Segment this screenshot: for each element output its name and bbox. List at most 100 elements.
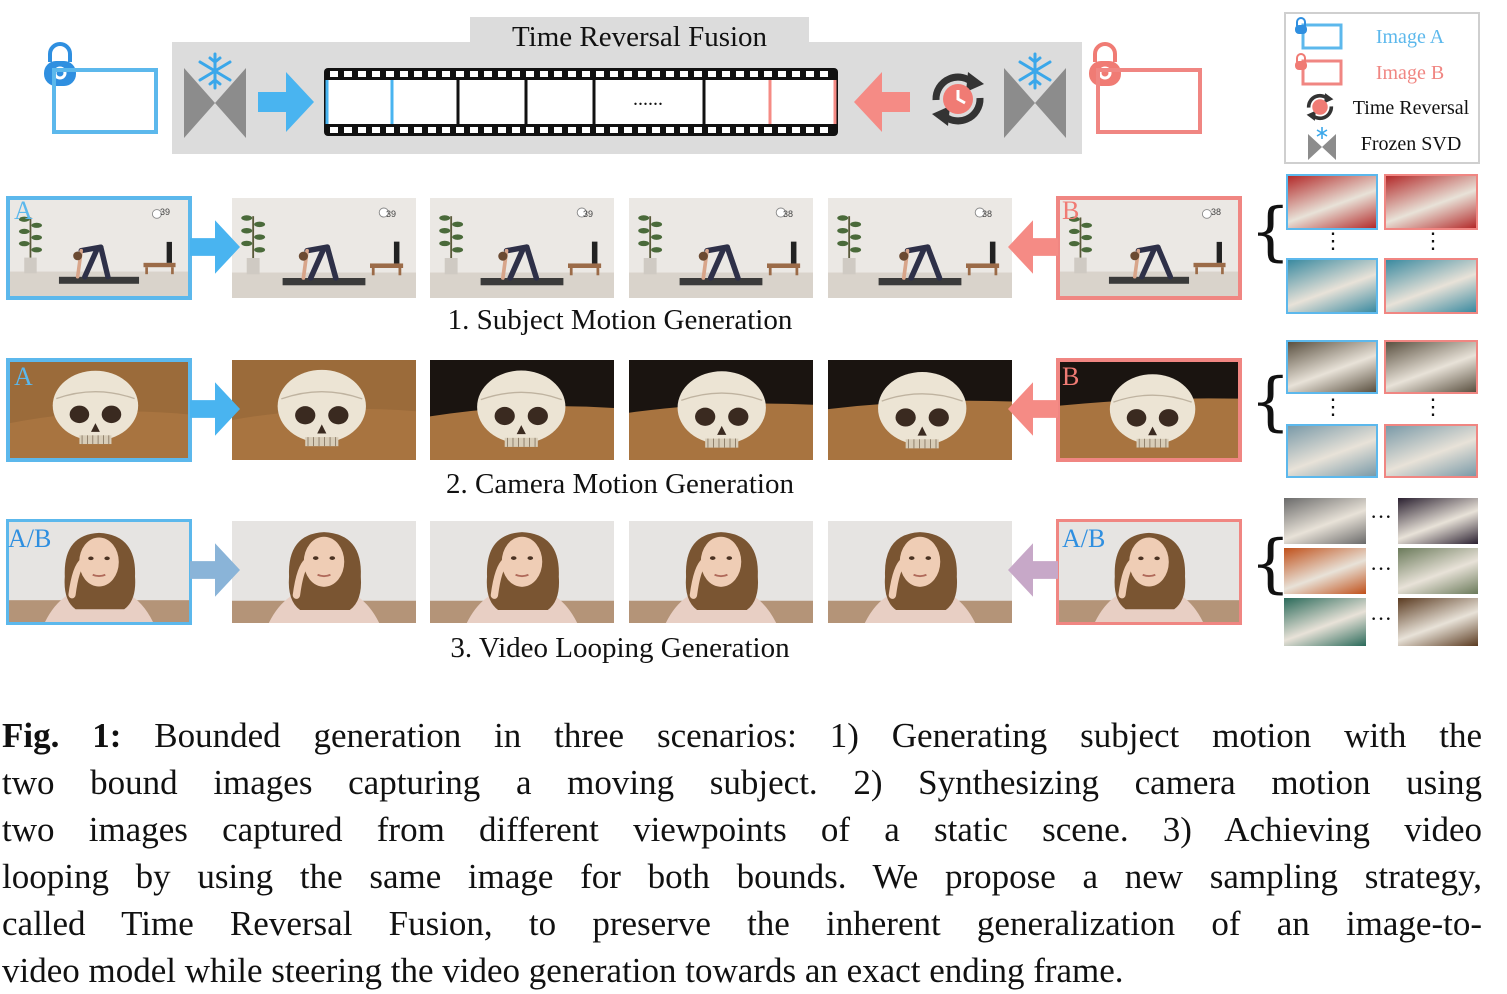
bound-image-left (6, 358, 192, 462)
horizontal-ellipsis: ··· (1370, 504, 1392, 529)
example-thumbnail (1398, 548, 1478, 594)
example-thumbnail (1384, 340, 1478, 394)
caption-line: Fig. 1: Bounded generation in three scen… (2, 716, 1483, 755)
frame-badge: 39 (583, 209, 594, 219)
brace-row2: { (1250, 365, 1291, 439)
vertical-ellipsis: ⋮ (1322, 228, 1344, 253)
row1-left-label: A (14, 196, 33, 225)
row2-right-label: B (1062, 362, 1080, 391)
caption-line: two bound images capturing a moving subj… (2, 763, 1482, 802)
example-thumbnail (1286, 424, 1378, 478)
generated-frame-image (232, 521, 416, 623)
example-thumbnail (1384, 174, 1478, 230)
time-reversal-icon (932, 72, 984, 126)
arrow-right-icon (190, 382, 240, 436)
row1-right-label: B (1062, 196, 1080, 225)
generated-frame (232, 360, 416, 460)
example-thumbnail (1284, 598, 1366, 646)
example-thumbnail (1286, 258, 1378, 314)
legend-time-reversal-label: Time Reversal (1352, 97, 1470, 119)
generated-frame-image (629, 521, 813, 623)
horizontal-ellipsis: ··· (1370, 556, 1392, 581)
figure-caption: Fig. 1: Bounded generation in three scen… (2, 712, 1482, 994)
legend-image-a-label: Image A (1375, 26, 1445, 48)
generated-frame (629, 360, 813, 460)
row3-right-label: A/B (1062, 524, 1106, 553)
bound-image-left (6, 519, 192, 625)
vertical-ellipsis: ⋮ (1422, 394, 1444, 419)
vertical-ellipsis: ⋮ (1422, 228, 1444, 253)
bound-image-left (6, 196, 192, 300)
frozen-svd-bowtie-icon (184, 68, 246, 138)
film-ellipsis: ...... (633, 88, 663, 110)
example-thumbnail (1286, 174, 1378, 230)
film-strip (324, 68, 838, 136)
generated-frame-image (629, 360, 813, 460)
generated-frame (629, 521, 813, 623)
arrow-right-icon (190, 220, 240, 274)
arrow-left-icon (1008, 382, 1058, 436)
example-thumbnail (1398, 498, 1478, 544)
frozen-svd-bowtie-icon (1004, 68, 1066, 138)
frame-badge: 39 (386, 209, 397, 219)
generated-frame (430, 198, 614, 298)
example-thumbnail (1286, 340, 1378, 394)
row2-title: 2. Camera Motion Generation (446, 468, 794, 500)
frame-badge: 38 (783, 209, 794, 219)
generated-frame-image (629, 198, 813, 298)
row3-left-label: A/B (8, 524, 52, 553)
generated-frame-image (828, 521, 1012, 623)
example-thumbnail (1398, 598, 1478, 646)
bound-image-right-image (1060, 200, 1238, 296)
arrow-right-icon (258, 72, 314, 132)
generated-frame (232, 198, 416, 298)
bound-image-right (1056, 196, 1242, 300)
legend-image-b-label: Image B (1375, 62, 1445, 84)
frame-badge: 39 (160, 207, 171, 217)
generated-frame (828, 198, 1012, 298)
generated-frame (828, 521, 1012, 623)
generated-frame-image (430, 521, 614, 623)
pipeline-title: Time Reversal Fusion (511, 21, 768, 53)
example-thumbnail (1284, 548, 1366, 594)
snowflake-icon (1018, 52, 1052, 90)
snowflake-icon (198, 52, 232, 90)
arrow-left-icon (1008, 543, 1058, 597)
example-thumbnail (1384, 258, 1478, 314)
horizontal-ellipsis: ··· (1370, 606, 1392, 631)
bound-image-left-image (10, 200, 188, 296)
row2-left-label: A (14, 362, 33, 391)
bound-frame-b (1096, 68, 1202, 134)
caption-line: two images captured from different viewp… (2, 810, 1482, 849)
arrow-right-icon (190, 543, 240, 597)
example-thumbnail (1384, 424, 1478, 478)
legend (1284, 12, 1480, 164)
legend-image-b-icon (1295, 53, 1343, 86)
caption-line: called Time Reversal Fusion, to preserve… (2, 904, 1482, 943)
generated-frame-image (232, 360, 416, 460)
brace-row1: { (1250, 195, 1291, 269)
generated-frame (430, 360, 614, 460)
bound-image-left-image (9, 522, 189, 622)
legend-image-a-icon (1295, 17, 1343, 50)
pipeline-title-box (470, 17, 809, 57)
generated-frame-image (232, 198, 416, 298)
frame-badge: 38 (1211, 207, 1222, 217)
legend-frozen-svd-label: Frozen SVD (1360, 133, 1462, 155)
caption-label: Fig. 1: (2, 716, 122, 755)
bound-image-left-image (10, 362, 188, 458)
bound-image-right-image (1059, 522, 1239, 622)
generated-frame (232, 521, 416, 623)
row1-title: 1. Subject Motion Generation (447, 304, 793, 336)
example-thumbnail (1284, 498, 1366, 544)
vertical-ellipsis: ⋮ (1322, 394, 1344, 419)
generated-frame-image (828, 360, 1012, 460)
arrow-left-icon (854, 72, 910, 132)
legend-time-reversal-icon (1306, 93, 1334, 121)
frame-badge: 38 (982, 209, 993, 219)
bound-image-right-image (1060, 362, 1238, 458)
bound-image-right (1056, 358, 1242, 462)
generated-frame-image (430, 198, 614, 298)
caption-line: video model while steering the video gen… (2, 951, 1124, 990)
generated-frame (828, 360, 1012, 460)
